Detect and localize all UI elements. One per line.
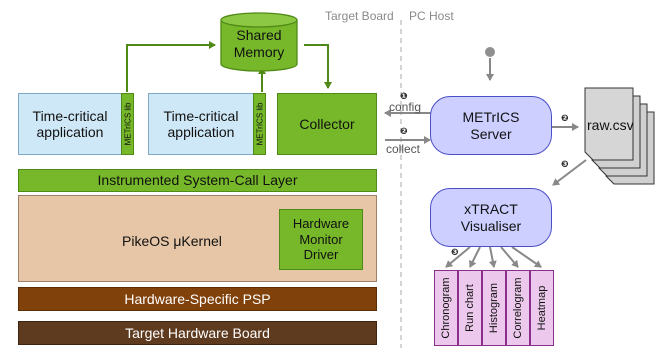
hardware-board-layer: Target Hardware Board [18,321,377,345]
edge-csv-to-visualiser [552,159,587,186]
metrics-lib-1: METrICS lib [121,93,134,155]
step-1-marker: ❶ [400,91,408,101]
target-board-label: Target Board [325,9,394,23]
psp-layer: Hardware-Specific PSP [18,287,377,311]
step-3-marker-charts: ❸ [451,247,459,257]
chart-correlogram: Correlogram [506,270,530,346]
step-2-marker-collect: ❷ [400,126,408,136]
edge-app1-to-memory [126,41,216,92]
edge-vis-histogram [488,246,497,268]
start-dot [485,47,495,57]
collect-label: collect [386,142,421,156]
config-label: config [389,100,422,114]
raw-csv-stack [584,87,655,185]
hardware-monitor-driver: Hardware Monitor Driver [279,209,363,270]
step-3-marker-vis: ❸ [561,159,569,169]
edge-vis-chronogram [445,246,471,268]
syscall-layer: Instrumented System-Call Layer [18,169,377,192]
shared-memory [220,12,298,72]
pc-host-label: PC Host [409,9,454,23]
shared-memory-label: Shared Memory [233,27,285,60]
metrics-lib-2: METrICS lib [253,93,266,155]
step-2-marker-csv: ❷ [561,113,569,123]
chart-heatmap: Heatmap [530,270,554,346]
collector: Collector [277,93,377,155]
edge-vis-heatmap [511,246,542,268]
edge-vis-runchart [469,246,481,268]
chart-run-chart: Run chart [458,270,482,346]
chart-chronogram: Chronogram [434,270,458,346]
edge-vis-correlogram [500,246,519,268]
raw-csv-label: raw.csv [587,117,634,133]
edge-memory-to-collector [304,44,332,89]
chart-histogram: Histogram [482,270,506,346]
kernel-label: PikeOS μKernel [122,233,222,249]
